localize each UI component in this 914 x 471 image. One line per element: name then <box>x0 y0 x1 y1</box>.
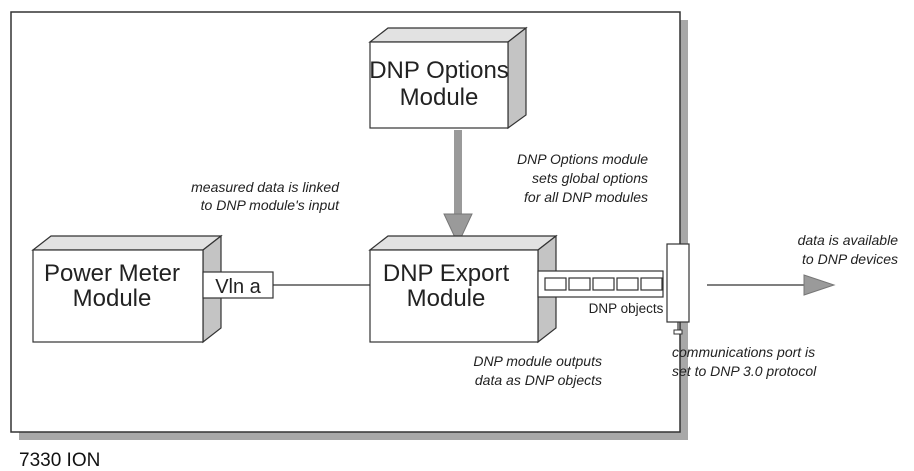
output-arrow <box>707 274 836 296</box>
outputs-note-line1: DNP module outputs <box>473 353 602 369</box>
available-note-line2: to DNP devices <box>802 251 898 267</box>
dnp-object-cell <box>592 277 615 291</box>
dnp-object-cell <box>544 277 567 291</box>
power-meter-title-line1: Power Meter <box>44 260 180 287</box>
measured-note-line1: measured data is linked <box>191 179 340 195</box>
dnp-options-module: DNP Options Module <box>368 26 528 130</box>
options-module-title-line1: DNP Options <box>369 57 509 84</box>
options-module-top-face <box>368 27 528 43</box>
outputs-note-line2: data as DNP objects <box>475 372 602 388</box>
vln-a-output: Vln a <box>202 271 274 299</box>
dnp-objects-register: DNP objects <box>537 270 664 316</box>
device-enclosure <box>10 11 688 440</box>
options-note-line2: sets global options <box>532 170 648 186</box>
comm-port-connector <box>673 329 683 335</box>
options-module-front-face <box>369 41 509 129</box>
power-meter-module: Power Meter Module <box>31 234 223 344</box>
power-meter-title-line2: Module <box>73 285 152 312</box>
measured-note-line2: to DNP module's input <box>201 197 340 213</box>
options-arrow-shaft <box>454 130 462 222</box>
dnp-object-cell <box>616 277 639 291</box>
export-module-top-face <box>368 235 558 251</box>
dnp-export-module: DNP Export Module <box>368 234 558 344</box>
port-note-line2: set to DNP 3.0 protocol <box>672 363 817 379</box>
annotations: measured data is linked to DNP module's … <box>191 151 898 388</box>
export-module-front-face <box>369 249 539 343</box>
device-caption: 7330 ION <box>19 450 100 471</box>
export-module-title-line2: Module <box>407 285 486 312</box>
power-meter-front-face <box>32 249 204 343</box>
options-note-line3: for all DNP modules <box>524 189 648 205</box>
comm-port-body <box>666 243 690 323</box>
power-meter-top-face <box>31 235 223 251</box>
dnp-object-cell <box>568 277 591 291</box>
options-module-side-face <box>507 26 527 130</box>
options-note-line1: DNP Options module <box>517 151 648 167</box>
output-arrow-head <box>803 274 836 296</box>
options-module-title-line2: Module <box>400 84 479 111</box>
export-module-title-line1: DNP Export <box>383 260 510 287</box>
port-note-line1: communications port is <box>672 344 815 360</box>
dnp-objects-label: DNP objects <box>589 301 664 316</box>
options-arrow-head <box>443 213 473 246</box>
dnp-object-cell <box>640 277 663 291</box>
available-note-line1: data is available <box>798 232 899 248</box>
options-to-export-arrow <box>443 130 473 246</box>
communications-port <box>666 243 690 335</box>
vln-a-tag-label: Vln a <box>215 276 261 298</box>
device-enclosure-frame <box>10 11 681 433</box>
